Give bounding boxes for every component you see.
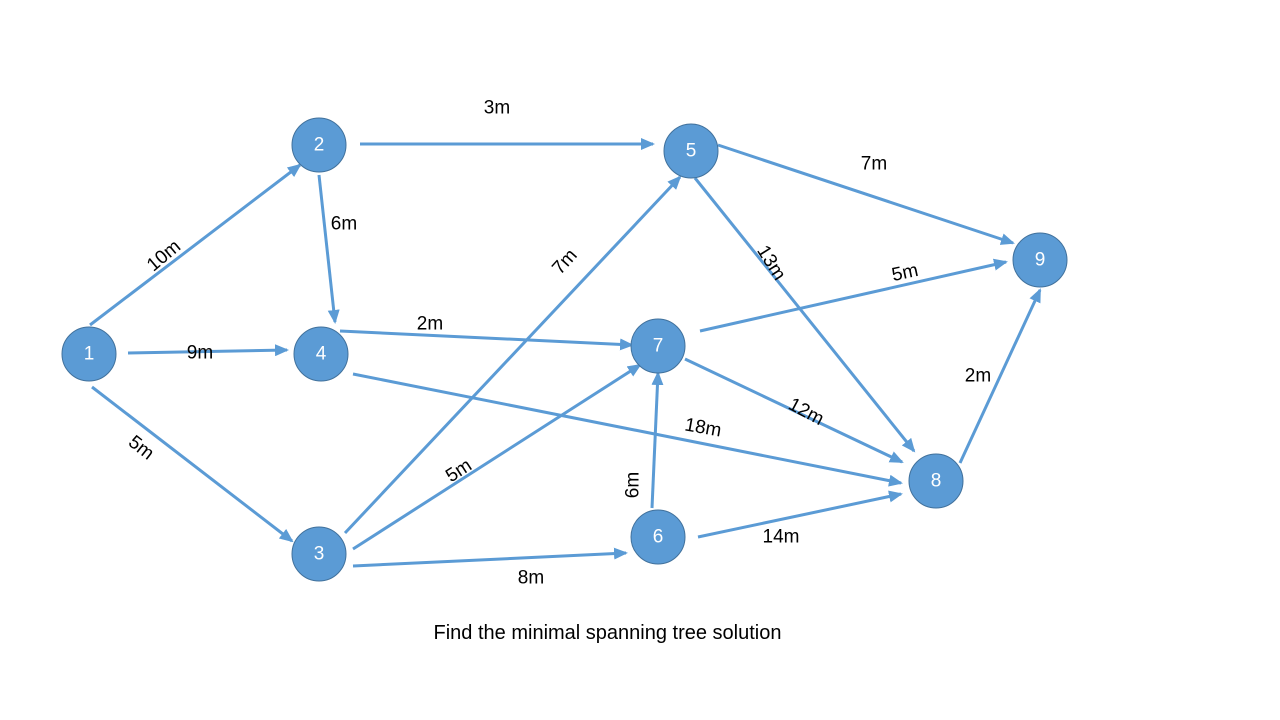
edge-7-9-arrow [699,258,1008,333]
edge-6-7-label: 6m [623,472,644,498]
edge-4-8-arrow [352,372,903,487]
edge-4-7-label: 2m [417,314,443,335]
edge-8-9-label: 2m [965,366,991,387]
node-9-circle [1012,232,1068,288]
node-1-circle [61,326,117,382]
node-5: 5 [663,123,719,179]
node-6-circle [630,509,686,565]
node-2-label: 2 [314,135,325,156]
edge-2-5-label: 3m [484,98,510,119]
node-2: 2 [291,117,347,173]
edge-5-8-arrow [693,177,916,453]
node-6-label: 6 [653,527,664,548]
node-3: 3 [291,526,347,582]
caption: Find the minimal spanning tree solution [433,622,782,644]
edge-5-8-label: 13m [752,242,789,284]
edge-6-8-label: 14m [763,527,800,548]
node-1: 1 [61,326,117,382]
node-1-label: 1 [84,344,95,365]
node-6: 6 [630,509,686,565]
node-8-label: 8 [931,471,942,492]
edge-4-8-label: 18m [683,414,723,441]
node-9: 9 [1012,232,1068,288]
node-7-label: 7 [653,336,664,357]
node-5-circle [663,123,719,179]
node-3-circle [291,526,347,582]
edge-1-2-arrow [89,163,302,327]
edge-2-4-arrow [317,174,340,324]
edge-6-8-arrow [697,490,903,539]
edge-1-4-arrow [127,344,289,357]
node-9-label: 9 [1035,250,1046,271]
edge-1-4-label: 9m [187,343,213,364]
nodes-layer: 1 2 3 4 5 6 7 8 9 [61,117,1068,582]
edges-layer [89,138,1042,568]
edge-3-5-arrow [343,175,682,535]
edge-8-9-arrow [958,288,1042,464]
edge-3-6-label: 8m [518,568,544,589]
node-5-label: 5 [686,141,697,162]
node-4: 4 [293,326,349,382]
edge-1-3-arrow [91,385,294,543]
edge-6-7-arrow [650,371,664,509]
edge-3-7-label: 5m [442,455,476,487]
node-8: 8 [908,453,964,509]
node-4-label: 4 [316,344,327,365]
edge-3-7-arrow [352,363,642,551]
node-4-circle [293,326,349,382]
node-3-label: 3 [314,544,325,565]
edge-3-5-label: 7m [548,245,581,279]
edge-5-9-label: 7m [861,154,887,175]
node-7-circle [630,318,686,374]
edge-3-6-arrow [352,547,628,568]
node-2-circle [291,117,347,173]
edge-5-9-arrow [717,143,1015,245]
edge-7-8-arrow [684,357,904,464]
edge-1-3-label: 5m [124,432,158,465]
node-8-circle [908,453,964,509]
edge-4-7-arrow [339,329,634,351]
edge-2-4-label: 6m [331,214,357,235]
node-7: 7 [630,318,686,374]
